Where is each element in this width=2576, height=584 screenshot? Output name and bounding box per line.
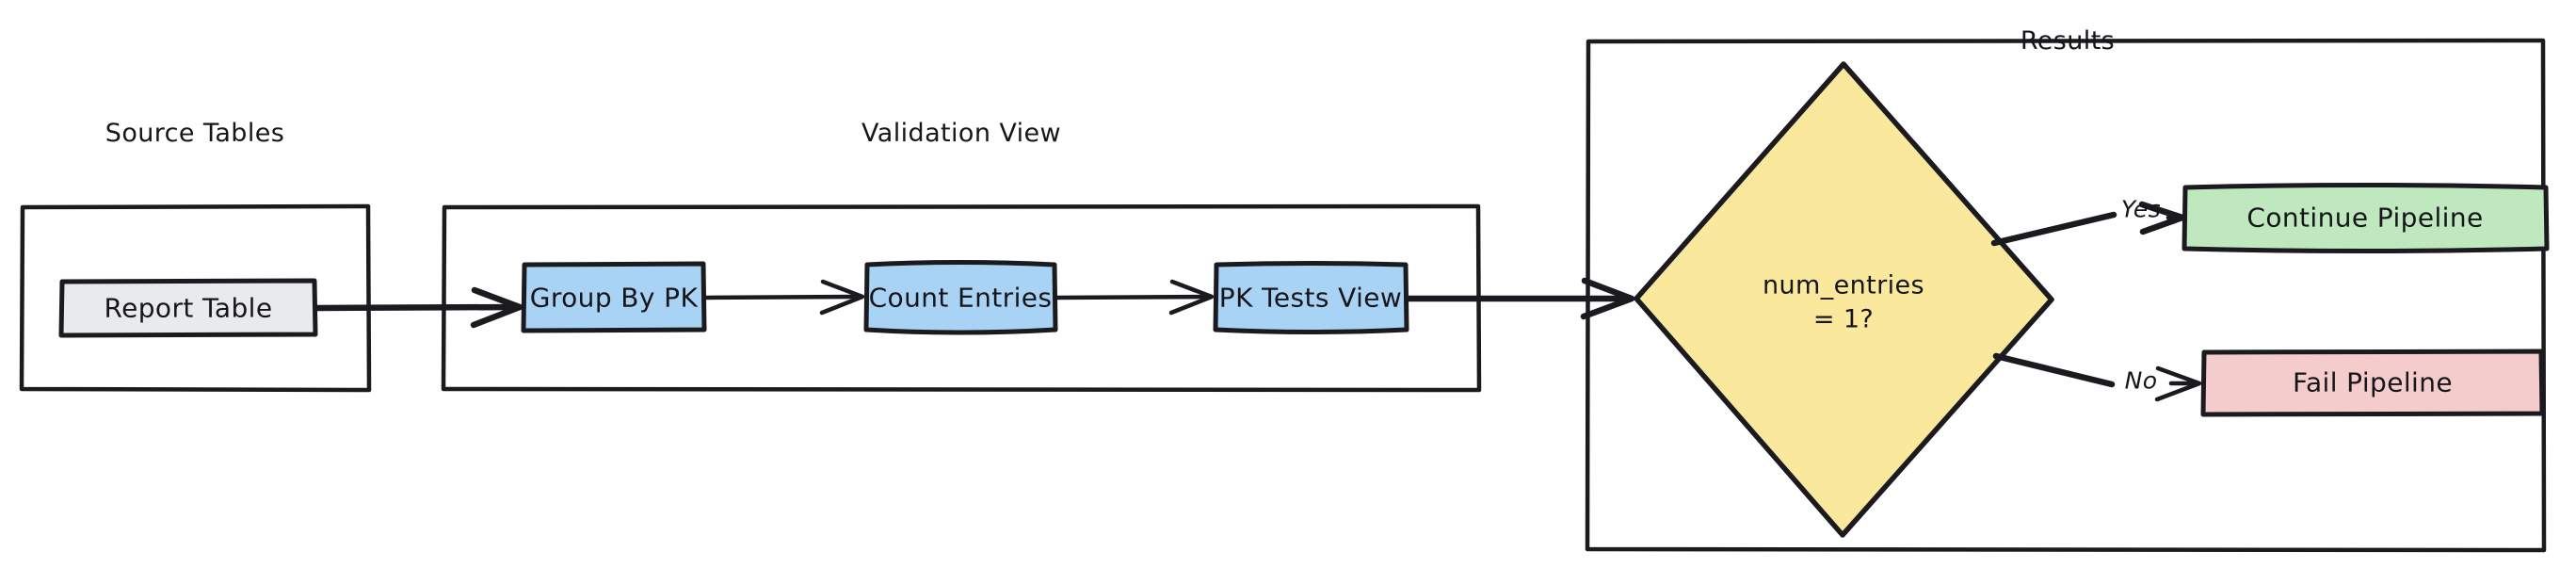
node-count-entries[interactable] [863,260,1058,335]
node-label-continue-pipeline: Continue Pipeline [2246,202,2484,234]
edge-count-to-pktests [1055,279,1215,316]
arrow-head-icon [470,286,523,329]
edge-line [1055,294,1211,300]
count-entries-shape [863,260,1058,335]
node-label-count-entries: Count Entries [868,282,1053,314]
edge-line [314,303,520,312]
arrow-head-icon [1580,277,1635,320]
edge-label-no: No [2124,366,2158,395]
edge-label-yes: Yes [2120,195,2162,223]
group-title-results: Results [2020,26,2116,56]
decision-label-line1: num_entries [1762,270,1925,300]
node-num-entries-decision[interactable] [1634,61,2054,538]
group-title-validation-view: Validation View [861,119,1061,148]
arrow-head-icon [2154,365,2202,402]
node-label-group-by-pk: Group By PK [529,282,699,314]
continue-pipeline-shape [2182,183,2550,253]
node-continue-pipeline[interactable] [2182,183,2550,253]
edge-groupby-to-count [703,279,865,316]
node-label-pk-tests-view: PK Tests View [1218,282,1403,314]
node-report-table[interactable] [58,278,318,338]
group-results[interactable] [1585,38,2547,553]
group-title-source-tables: Source Tables [105,119,285,148]
node-label-report-table: Report Table [104,292,273,324]
arrow-head-icon [819,279,865,316]
edge-report-to-groupby [314,286,523,329]
report-table-shape [58,278,318,338]
decision-diamond-shape [1634,61,2054,538]
node-label-num-entries-decision: num_entries = 1? [1763,269,1924,338]
node-fail-pipeline[interactable] [2200,349,2545,417]
node-label-fail-pipeline: Fail Pipeline [2293,366,2453,398]
group-validation-view[interactable] [441,203,1482,393]
edge-line [703,294,861,300]
edge-line [1990,211,2117,247]
edge-decision-to-continue [1990,201,2186,247]
edge-decision-to-fail [1992,352,2202,402]
group-by-pk-shape [521,261,707,333]
node-group-by-pk[interactable] [521,261,707,333]
arrow-head-icon [2138,201,2186,235]
edge-pktests-to-decision [1405,277,1635,320]
results-border [1585,38,2547,553]
arrow-head-icon [1168,279,1215,316]
fail-pipeline-shape [2200,349,2545,417]
edge-line [1992,352,2116,388]
validation-view-border [441,203,1482,393]
decision-label-line2: = 1? [1812,305,1875,334]
pk-tests-view-shape [1213,261,1409,334]
node-pk-tests-view[interactable] [1213,261,1409,334]
source-tables-border [19,203,372,393]
group-source-tables[interactable] [19,203,372,393]
